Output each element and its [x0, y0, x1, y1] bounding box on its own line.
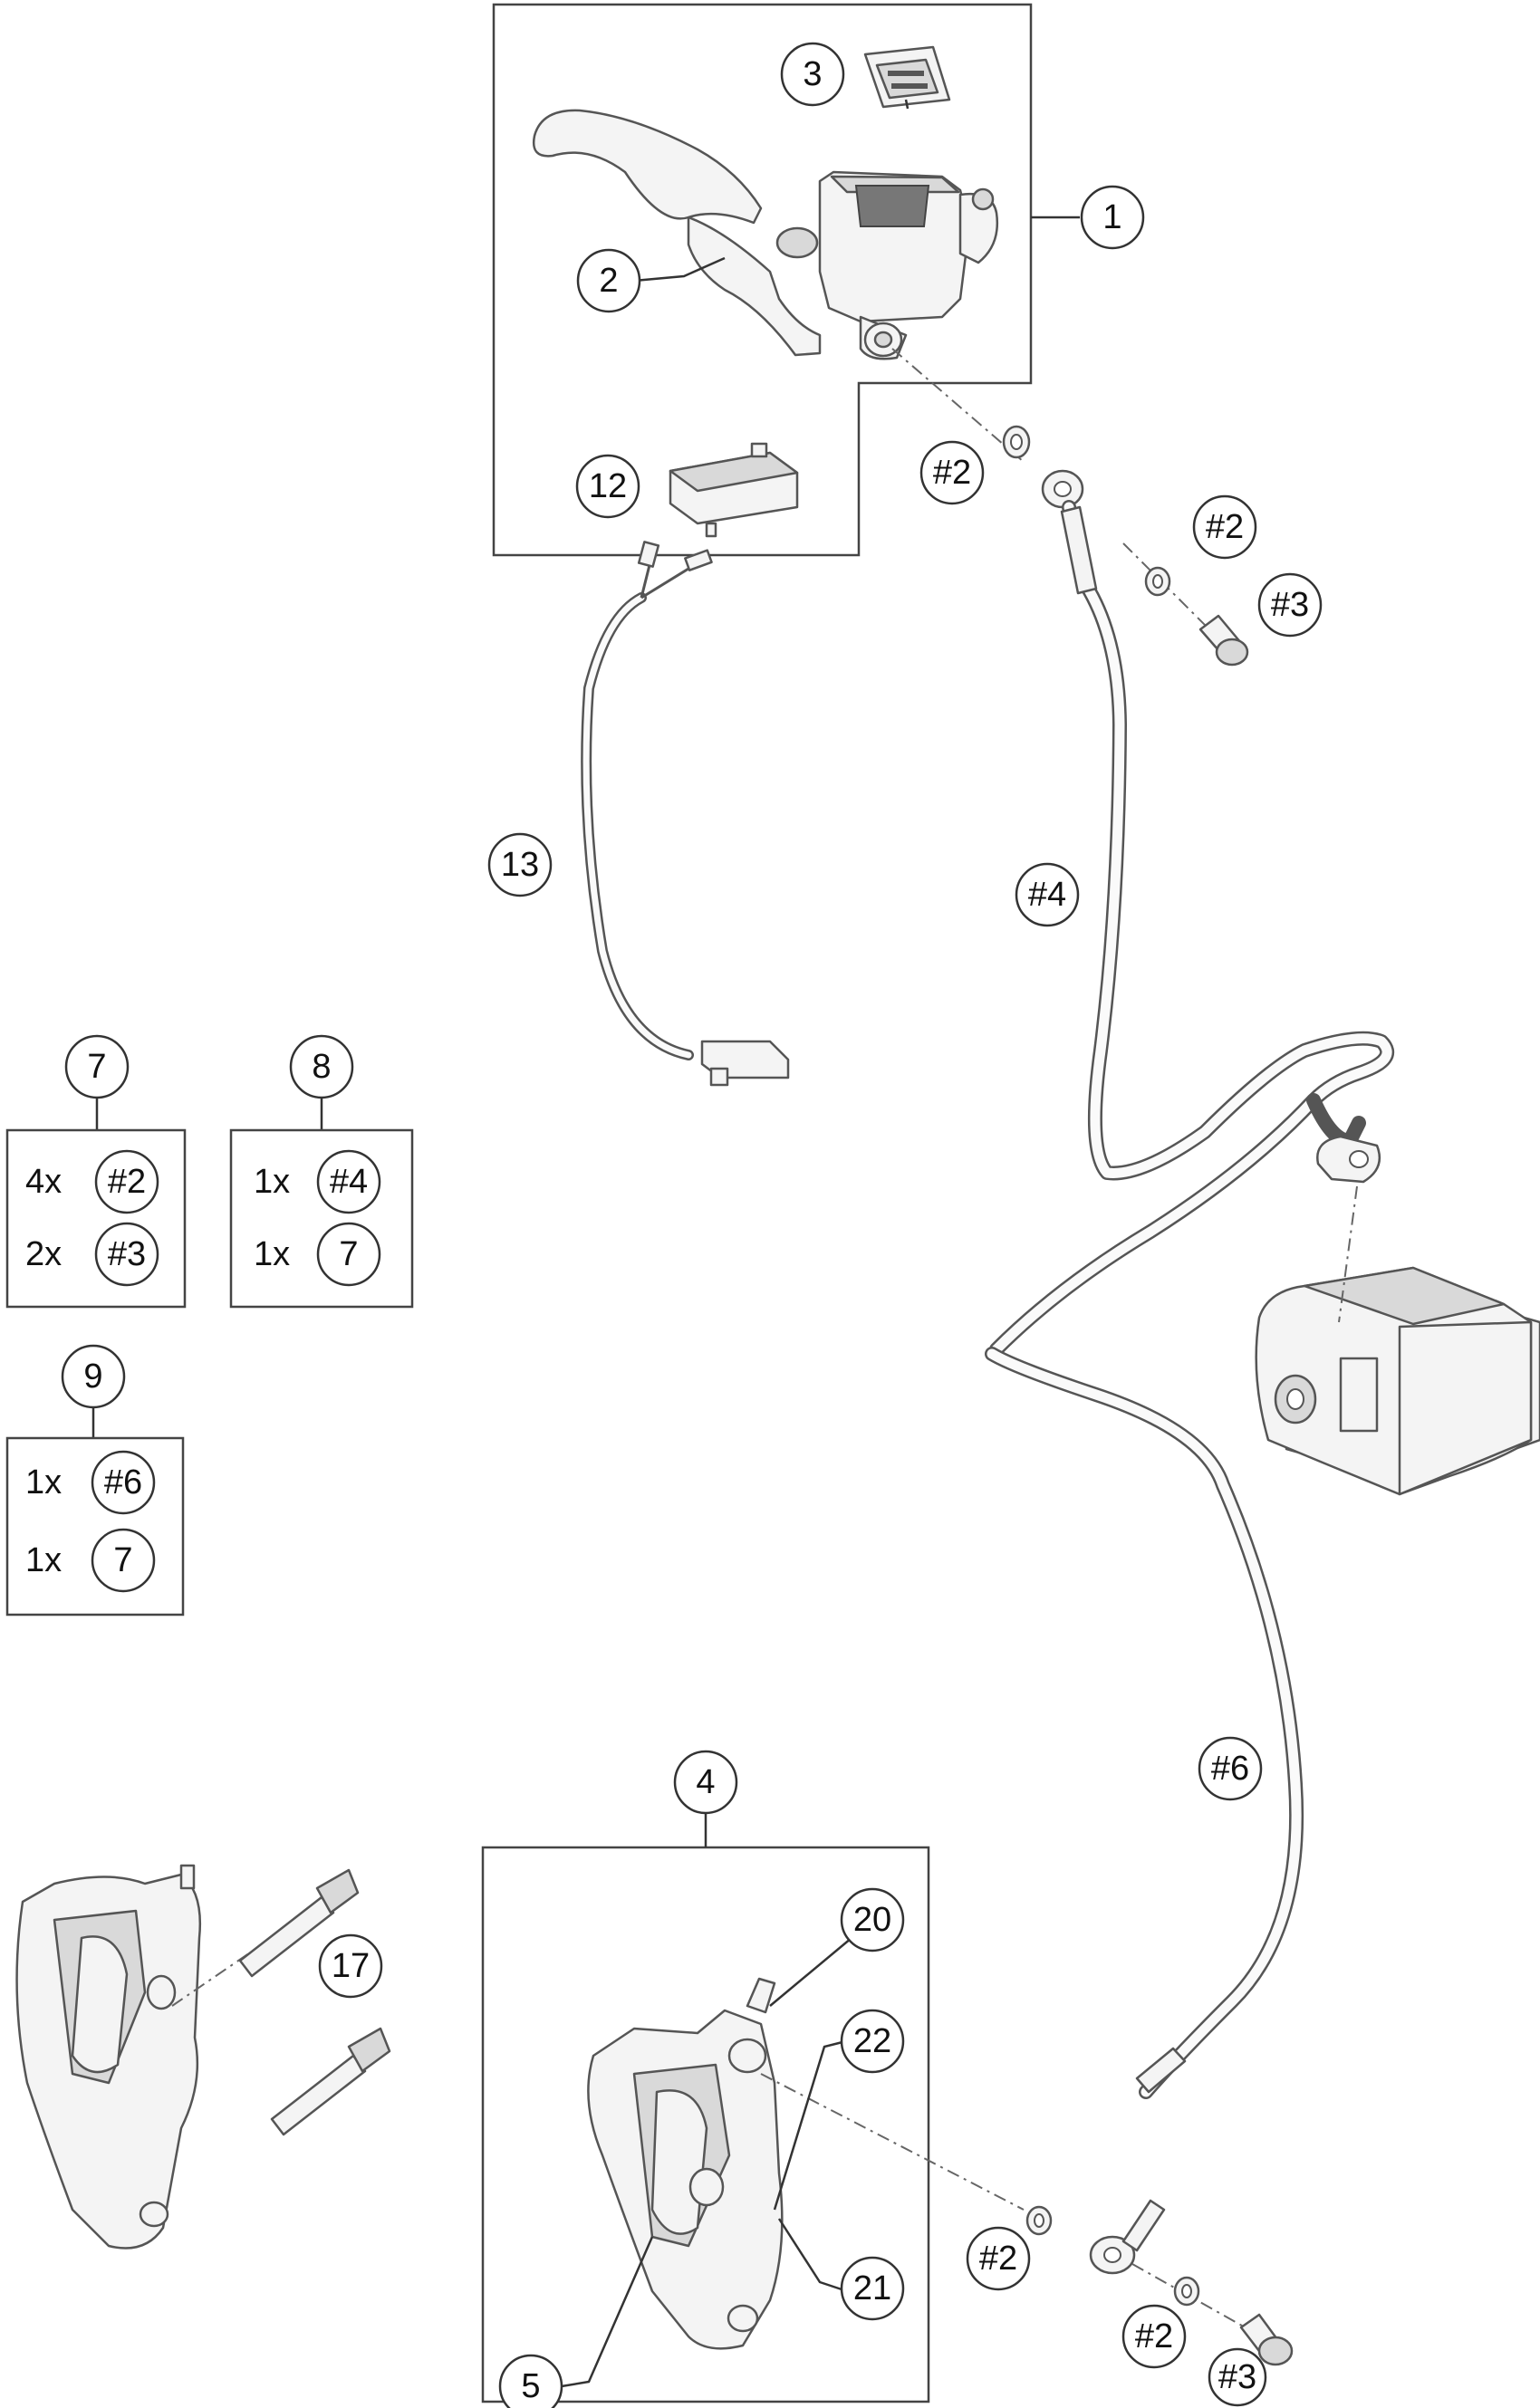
- svg-text:1x: 1x: [254, 1163, 290, 1201]
- master-cylinder-icon: [818, 170, 998, 360]
- svg-text:8: 8: [312, 1048, 331, 1086]
- banjo-bolt-icon: [1198, 614, 1249, 667]
- svg-text:#4: #4: [330, 1163, 368, 1201]
- callout-13: 13: [487, 832, 553, 897]
- svg-text:#3: #3: [1218, 2358, 1256, 2396]
- callout-hash-6: #6: [1198, 1736, 1263, 1801]
- callout-12: 12: [575, 454, 640, 519]
- brake-hose-6-icon: [985, 1347, 1304, 2099]
- svg-text:7: 7: [87, 1048, 106, 1086]
- svg-text:#2: #2: [1206, 508, 1244, 546]
- svg-text:#2: #2: [979, 2240, 1017, 2278]
- callout-17: 17: [318, 1933, 383, 1999]
- svg-text:1: 1: [1102, 198, 1121, 236]
- brake-hose-4-icon: [989, 500, 1395, 1357]
- callout-hash-2: #2: [1192, 494, 1257, 560]
- caliper-bolt-icon: [270, 2027, 391, 2136]
- svg-text:7: 7: [339, 1235, 358, 1273]
- sensor-cable-icon: [581, 541, 790, 1087]
- callout-hash-2: #2: [1121, 2304, 1187, 2369]
- callout-5: 5: [498, 2354, 563, 2408]
- callout-hash-2: #2: [966, 2226, 1031, 2291]
- banjo-fitting-upper-icon: [1041, 469, 1084, 509]
- callout-hash-2: #2: [919, 440, 985, 505]
- svg-text:#2: #2: [108, 1163, 146, 1201]
- svg-text:7: 7: [113, 1541, 132, 1579]
- svg-text:1x: 1x: [25, 1463, 62, 1501]
- svg-text:12: 12: [589, 467, 627, 505]
- svg-text:#6: #6: [1211, 1750, 1249, 1788]
- svg-text:1x: 1x: [254, 1235, 290, 1273]
- abs-module-icon: [1255, 1093, 1540, 1496]
- callout-hash-4: #4: [1015, 862, 1080, 927]
- svg-text:3: 3: [803, 55, 822, 93]
- callout-21: 21: [840, 2256, 905, 2321]
- sealing-ring-icon: [1025, 2205, 1053, 2236]
- svg-text:#6: #6: [104, 1463, 142, 1501]
- svg-text:22: 22: [853, 2022, 891, 2060]
- svg-text:13: 13: [501, 846, 539, 884]
- master-cylinder-group-frame: [492, 3, 1033, 557]
- sealing-ring-icon: [1144, 566, 1171, 597]
- callout-4: 4: [673, 1750, 738, 1815]
- svg-text:#4: #4: [1028, 876, 1066, 914]
- callout-hash-3: #3: [1257, 572, 1323, 638]
- svg-text:#3: #3: [1271, 586, 1309, 624]
- callout-3: 3: [780, 42, 845, 107]
- brake-lever-icon: [532, 109, 822, 357]
- svg-text:17: 17: [332, 1947, 370, 1985]
- svg-text:#2: #2: [1135, 2317, 1173, 2355]
- kit-box-8: 8 1x #4 1x 7: [229, 1034, 414, 1309]
- callout-20: 20: [840, 1887, 905, 1952]
- reservoir-gasket-icon: [863, 45, 951, 109]
- kit-box-9: 9 1x #6 1x 7: [5, 1344, 185, 1617]
- svg-text:9: 9: [83, 1357, 102, 1396]
- kit-box-7: 7 4x #2 2x #3: [5, 1034, 187, 1309]
- svg-text:4: 4: [696, 1763, 715, 1801]
- brake-switch-icon: [669, 442, 799, 538]
- svg-text:20: 20: [853, 1901, 891, 1939]
- svg-text:5: 5: [521, 2367, 540, 2405]
- callout-22: 22: [840, 2009, 905, 2074]
- svg-text:#3: #3: [108, 1235, 146, 1273]
- svg-text:2x: 2x: [25, 1235, 62, 1273]
- svg-text:4x: 4x: [25, 1163, 62, 1201]
- svg-text:#2: #2: [933, 454, 971, 492]
- brake-caliper-icon: [15, 1864, 259, 2250]
- svg-text:21: 21: [853, 2269, 891, 2307]
- callout-1: 1: [1080, 185, 1145, 250]
- caliper-bolt-icon: [238, 1868, 360, 1978]
- brake-caliper-icon: [587, 1977, 1025, 2350]
- sealing-ring-icon: [1173, 2276, 1200, 2307]
- svg-text:2: 2: [599, 262, 618, 300]
- banjo-fitting-lower-icon: [1089, 2199, 1166, 2275]
- banjo-bolt-icon: [1239, 2313, 1294, 2366]
- callout-hash-3: #3: [1208, 2347, 1267, 2407]
- sealing-ring-icon: [1002, 425, 1031, 459]
- callout-2: 2: [576, 248, 641, 313]
- svg-text:1x: 1x: [25, 1541, 62, 1579]
